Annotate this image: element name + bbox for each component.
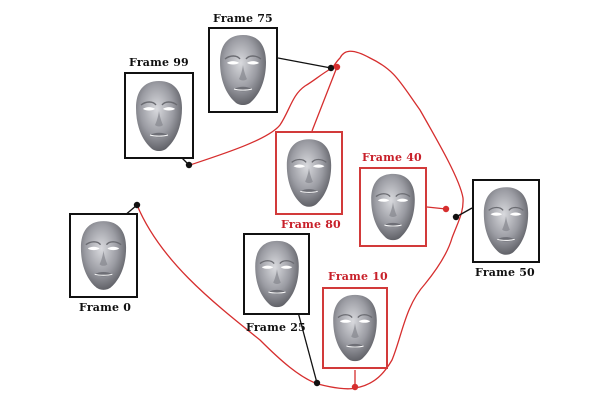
frame-80-box [275,131,343,215]
frame-25-box [243,233,310,315]
frame-75-label: Frame 75 [213,12,273,25]
face-image [286,139,332,207]
face-image [220,35,266,105]
frame-10-label: Frame 10 [328,270,388,283]
frame-99-label: Frame 99 [129,56,189,69]
face-image [136,80,182,151]
marker-frame-75 [327,64,335,72]
frame-0-label: Frame 0 [79,301,132,314]
connector-frame-75 [277,57,332,69]
marker-frame-0 [133,201,141,209]
frame-40-box [359,167,427,247]
frame-40-label: Frame 40 [362,151,422,164]
frame-25-label: Frame 25 [246,321,306,334]
marker-frame-99 [185,161,193,169]
face-image [333,294,377,362]
frame-75-box [208,27,278,113]
marker-frame-80 [333,63,341,71]
marker-frame-40 [442,205,450,213]
face-image [483,187,529,255]
face-image [80,221,127,290]
frame-80-label: Frame 80 [281,218,341,231]
frame-50-label: Frame 50 [475,266,535,279]
connector-frame-80 [311,66,338,132]
marker-frame-50 [452,213,460,221]
frame-0-box [69,213,138,298]
face-image [254,240,299,308]
face-image [371,173,415,241]
frame-99-box [124,72,194,159]
frame-10-box [322,287,388,369]
connector-frame-25 [297,311,318,384]
marker-frame-10 [351,383,359,391]
frame-50-box [472,179,540,263]
marker-frame-25 [313,379,321,387]
